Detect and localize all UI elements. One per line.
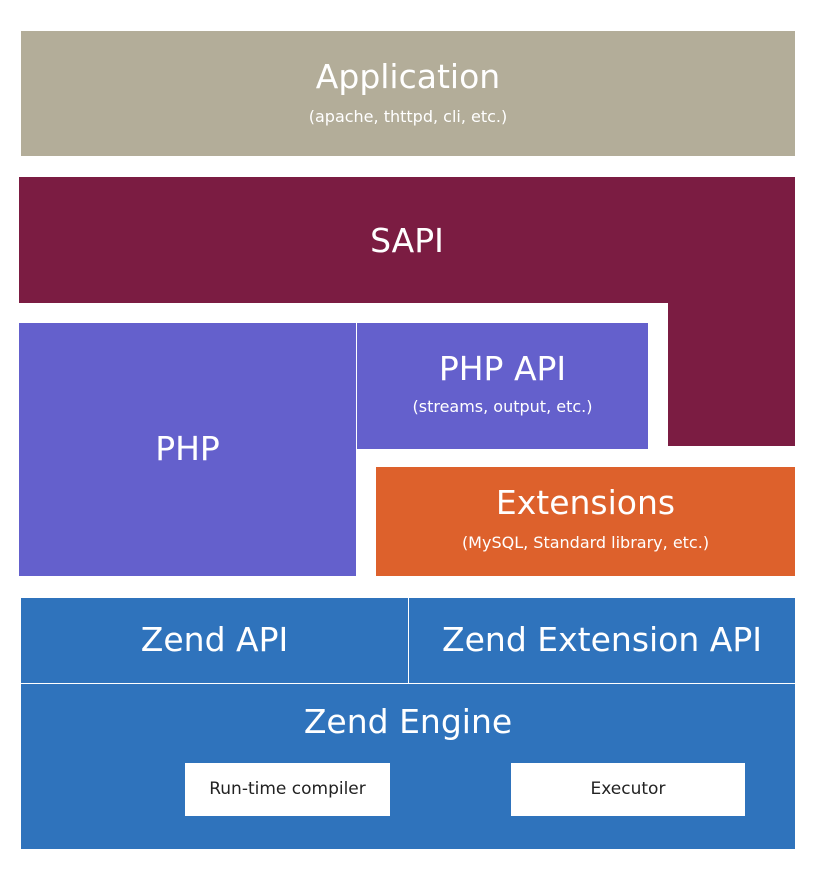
zend-extension-api-title: Zend Extension API: [442, 620, 762, 659]
php-api-layer: PHP API (streams, output, etc.): [357, 323, 648, 449]
extensions-layer: Extensions (MySQL, Standard library, etc…: [376, 467, 795, 576]
application-subtitle: (apache, thttpd, cli, etc.): [308, 107, 508, 126]
zend-api-title: Zend API: [140, 620, 289, 659]
zend-engine-title: Zend Engine: [303, 702, 513, 741]
executor-box: Executor: [511, 763, 745, 816]
php-api-subtitle: (streams, output, etc.): [412, 397, 593, 416]
zend-engine-layer: Zend Engine Run-time compiler Executor: [21, 684, 795, 849]
extensions-title: Extensions: [495, 483, 676, 522]
run-time-compiler-box: Run-time compiler: [185, 763, 390, 816]
zend-extension-api-layer: Zend Extension API: [409, 598, 795, 683]
php-layer: PHP: [19, 323, 356, 576]
application-title: Application: [315, 57, 501, 96]
php-title: PHP: [155, 429, 220, 468]
sapi-layer: SAPI: [19, 177, 795, 303]
application-layer: Application (apache, thttpd, cli, etc.): [21, 31, 795, 156]
sapi-title: SAPI: [370, 221, 444, 260]
zend-api-layer: Zend API: [21, 598, 408, 683]
extensions-subtitle: (MySQL, Standard library, etc.): [461, 533, 710, 552]
sapi-layer-extension: [668, 303, 795, 446]
php-api-title: PHP API: [438, 349, 567, 388]
